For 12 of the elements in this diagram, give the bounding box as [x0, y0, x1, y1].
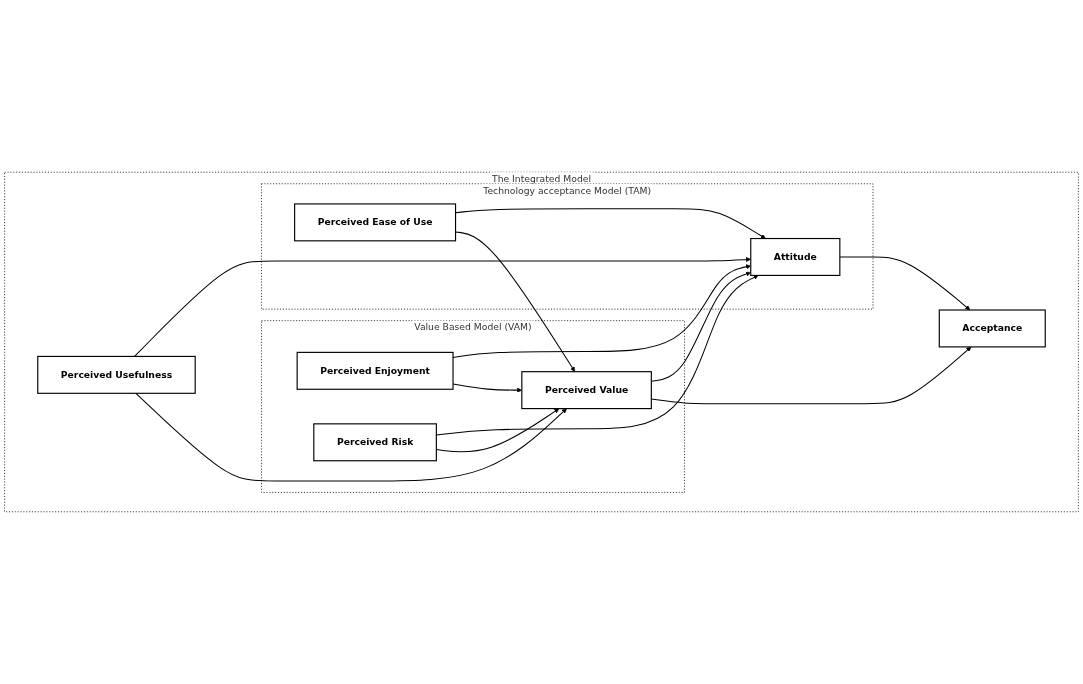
node-box: Attitude [750, 237, 841, 276]
arrow [455, 208, 766, 239]
node-box: Acceptance [938, 309, 1046, 348]
arrow [134, 257, 751, 357]
node-box: Perceived Value [521, 371, 652, 410]
arrow [455, 231, 576, 372]
node-box: Perceived Usefulness [37, 355, 196, 394]
arrow [135, 392, 567, 482]
arrow [839, 256, 971, 311]
node-box: Perceived Enjoyment [296, 351, 454, 390]
node-box: Perceived Risk [313, 423, 437, 462]
node-box: Perceived Ease of Use [294, 203, 457, 242]
